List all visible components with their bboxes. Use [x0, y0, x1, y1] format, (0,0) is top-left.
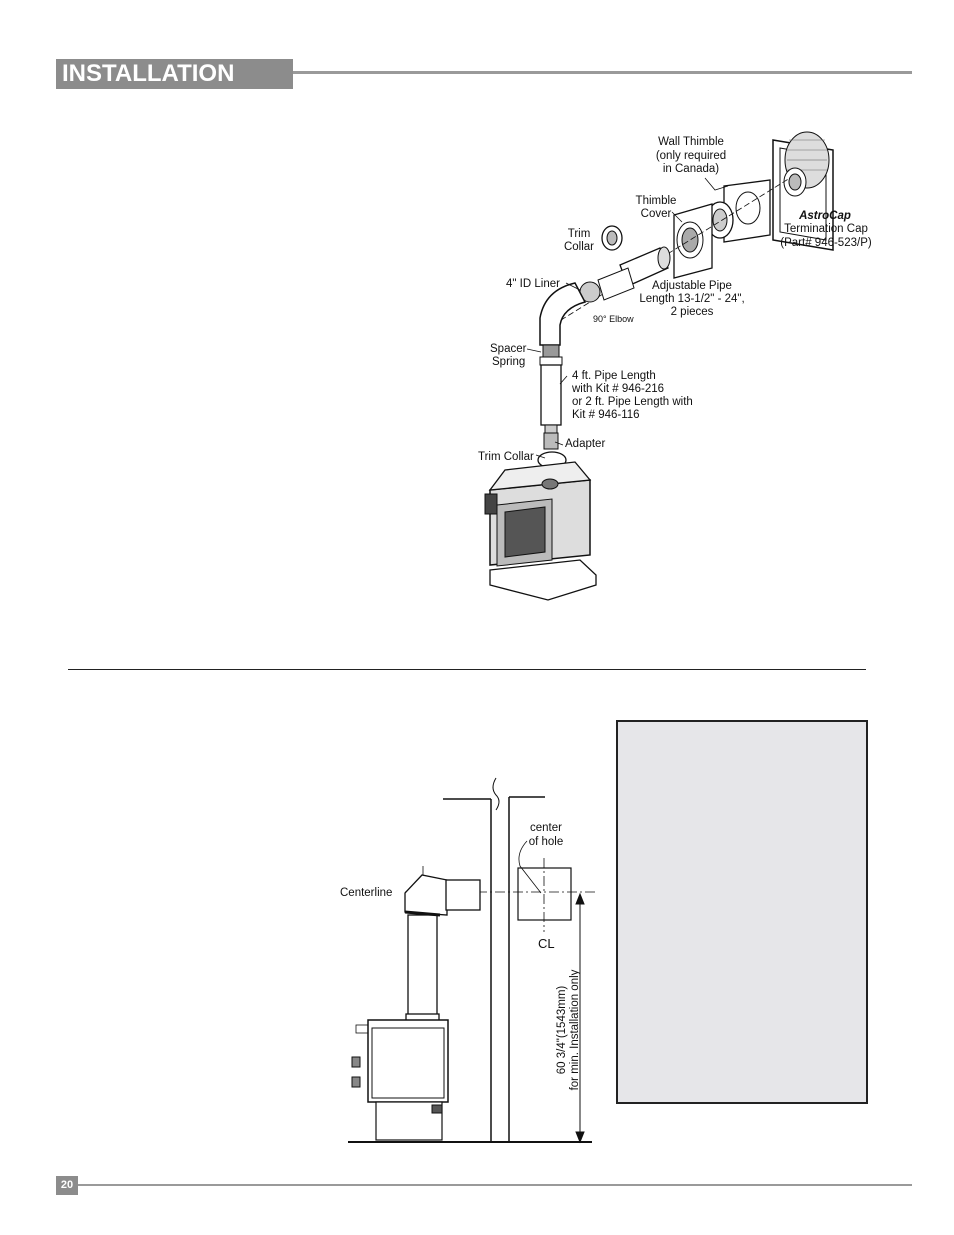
label-adjustable-3: 2 pieces [671, 306, 714, 318]
header-rule [293, 71, 912, 74]
pipe-length [539, 344, 563, 434]
label-pipe-2: with Kit # 946-216 [571, 383, 664, 395]
page-number: 20 [56, 1176, 78, 1195]
label-adapter: Adapter [565, 438, 605, 450]
label-wall-thimble-3: in Canada) [663, 163, 719, 175]
elbow-90 [539, 282, 587, 346]
label-trim-collar-top-1: Trim [568, 228, 591, 240]
label-spacer-1: Spacer [490, 343, 527, 355]
wall-hole [517, 867, 572, 921]
section-divider [68, 669, 866, 670]
footer-rule [78, 1184, 912, 1186]
label-thimble-cover-2: Cover [641, 208, 672, 220]
label-dimension-2: for min. Installation only [569, 969, 581, 1090]
label-adjustable-2: Length 13-1/2" - 24", [639, 293, 744, 305]
label-pipe-3: or 2 ft. Pipe Length with [572, 396, 693, 408]
astrocap-termination-cap [772, 131, 834, 251]
vertical-pipe [404, 874, 481, 1023]
label-astrocap-2: Termination Cap [784, 223, 868, 235]
label-astrocap-3: (Part# 946-523/P) [780, 237, 872, 249]
label-pipe-4: Kit # 946-116 [572, 409, 640, 421]
label-center-2: of hole [529, 836, 564, 848]
dimension-line [575, 892, 585, 1144]
label-trim-collar-top-2: Collar [564, 241, 594, 253]
section-title: INSTALLATION [56, 59, 293, 89]
label-id-liner: 4" ID Liner [506, 278, 560, 290]
label-astrocap-1: AstroCap [798, 210, 851, 222]
label-trim-collar-bottom: Trim Collar [478, 451, 534, 463]
thimble-cover [673, 203, 713, 279]
adapter [543, 432, 559, 450]
label-pipe-1: 4 ft. Pipe Length [572, 370, 656, 382]
label-thimble-cover-1: Thimble [636, 195, 677, 207]
clearance-side-view-diagram: center of hole Centerline CL 60 3/4"(154… [340, 777, 598, 1144]
stove-side-view [351, 1019, 449, 1141]
note-box [616, 720, 868, 1104]
label-center-1: center [530, 822, 562, 834]
label-adjustable-1: Adjustable Pipe [652, 280, 732, 292]
label-centerline: Centerline [340, 887, 392, 899]
adjustable-pipe [579, 246, 671, 303]
label-spacer-2: Spring [492, 356, 525, 368]
stove-illustration [484, 461, 597, 601]
label-wall-thimble-1: Wall Thimble [658, 136, 724, 148]
label-cl-symbol: CL [538, 936, 555, 951]
label-elbow: 90° Elbow [593, 314, 634, 324]
wall [443, 777, 545, 1142]
label-dimension-1: 60 3/4"(1543mm) [556, 986, 568, 1075]
venting-exploded-diagram: Wall Thimble (only required in Canada) T… [478, 131, 872, 601]
label-wall-thimble-2: (only required [656, 150, 726, 162]
